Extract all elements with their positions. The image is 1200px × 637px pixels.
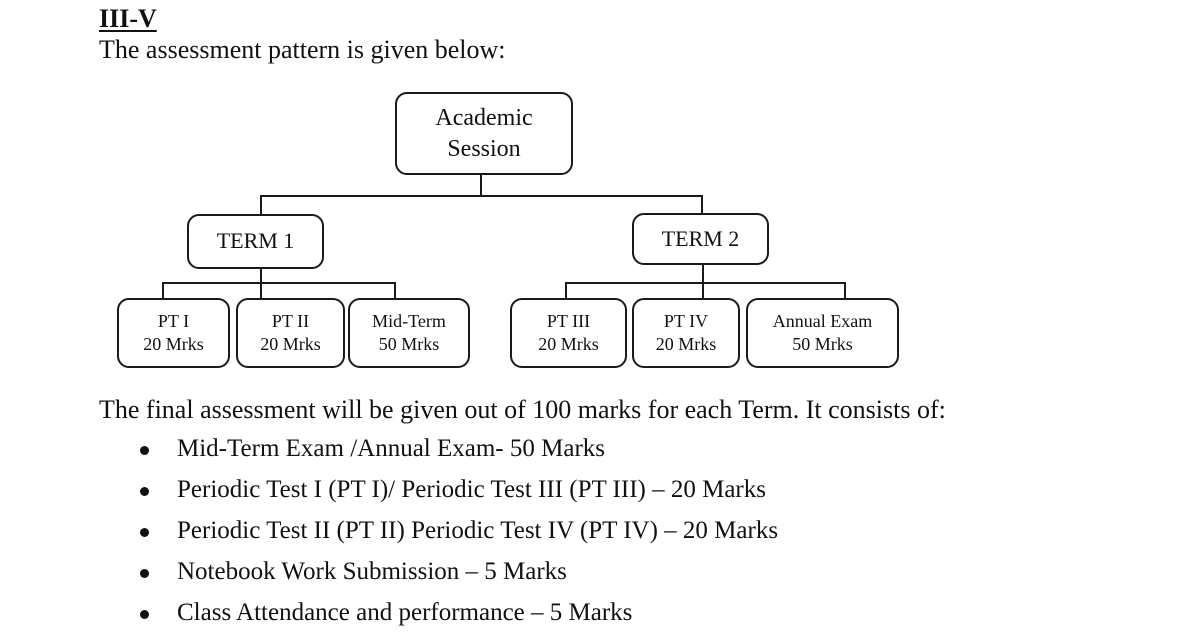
node-term-1: TERM 1	[187, 214, 324, 269]
section-heading: III-V	[99, 4, 157, 33]
node-annual-exam: Annual Exam 50 Mrks	[746, 298, 899, 368]
node-term-label: TERM 2	[661, 225, 740, 251]
node-component-name: Annual Exam	[772, 311, 873, 331]
node-component-name: PT I	[157, 311, 190, 331]
node-component-marks: 20 Mrks	[538, 334, 599, 354]
node-component-name: Mid-Term	[372, 311, 446, 331]
bullet-icon	[140, 487, 149, 496]
node-component-marks: 20 Mrks	[143, 334, 204, 354]
list-item-text: Notebook Work Submission – 5 Marks	[177, 558, 567, 585]
node-academic-session: Academic Session	[395, 92, 573, 175]
node-root-line1: Academic	[435, 104, 533, 131]
node-pt-1: PT I 20 Mrks	[117, 298, 230, 368]
node-component-marks: 20 Mrks	[260, 334, 321, 354]
connector-lines	[162, 174, 846, 298]
bullet-icon	[140, 446, 149, 455]
node-component-marks: 20 Mrks	[655, 334, 717, 354]
list-item-text: Mid-Term Exam /Annual Exam- 50 Marks	[177, 435, 606, 462]
bullet-icon	[140, 610, 149, 619]
node-mid-term: Mid-Term 50 Mrks	[348, 298, 470, 368]
bullet-icon	[140, 569, 149, 578]
node-pt-2: PT II 20 Mrks	[236, 298, 345, 368]
summary-text: The final assessment will be given out o…	[99, 395, 946, 424]
list-item-text: Periodic Test II (PT II) Periodic Test I…	[177, 517, 779, 544]
node-pt-4: PT IV 20 Mrks	[632, 298, 740, 368]
list-item-text: Class Attendance and performance – 5 Mar…	[177, 599, 633, 626]
bullet-icon	[140, 528, 149, 537]
node-component-name: PT IV	[663, 311, 709, 331]
node-term-2: TERM 2	[632, 213, 769, 265]
node-component-name: PT II	[271, 311, 310, 331]
assessment-hierarchy-diagram: Academic Session TERM 1 TERM 2 PT I 20 M…	[117, 92, 899, 368]
intro-text: The assessment pattern is given below:	[99, 35, 506, 64]
node-component-name: PT III	[546, 311, 591, 331]
list-item-text: Periodic Test I (PT I)/ Periodic Test II…	[177, 476, 766, 503]
node-pt-3: PT III 20 Mrks	[510, 298, 627, 368]
node-component-marks: 50 Mrks	[378, 334, 440, 354]
node-root-line2: Session	[447, 135, 521, 162]
node-component-marks: 50 Mrks	[792, 334, 853, 354]
node-term-label: TERM 1	[216, 228, 295, 254]
